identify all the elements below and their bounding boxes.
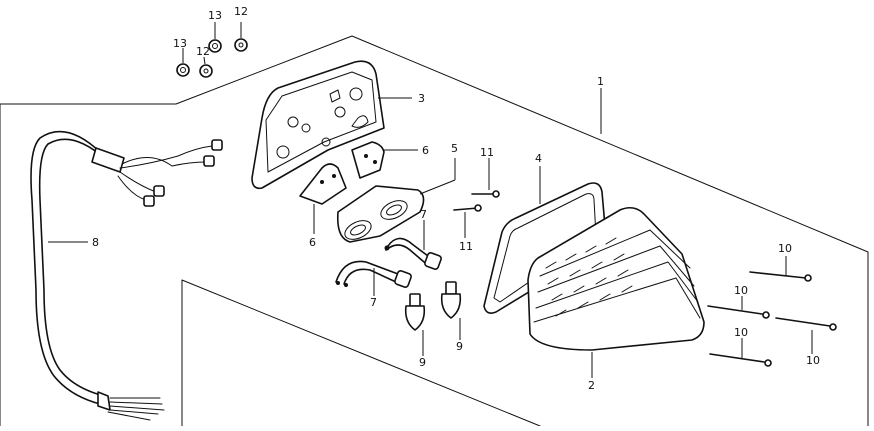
bulb-left <box>404 293 426 331</box>
screw-11-lower <box>453 204 482 212</box>
callout-10-d: 10 <box>806 354 820 367</box>
socket-bracket-right <box>351 141 385 179</box>
bulb-right <box>440 281 462 319</box>
screw-10-c <box>775 317 837 331</box>
socket-wire-left <box>335 260 412 288</box>
callout-1: 1 <box>597 75 604 88</box>
callout-7-right: 7 <box>420 208 427 221</box>
screw-10-a <box>749 271 812 282</box>
washer-12-upper <box>234 38 248 52</box>
callout-12-lower: 12 <box>196 45 210 58</box>
callout-12-upper: 12 <box>234 5 248 18</box>
callout-3: 3 <box>418 92 425 105</box>
callout-7-left: 7 <box>370 296 377 309</box>
callout-13-lower: 13 <box>173 37 187 50</box>
socket-wire-right <box>384 237 442 270</box>
callout-4: 4 <box>535 152 542 165</box>
callout-8: 8 <box>92 236 99 249</box>
washer-12-lower <box>199 64 213 78</box>
callout-11-upper: 11 <box>480 146 494 159</box>
screw-11-upper <box>471 190 500 198</box>
callout-6-right: 6 <box>422 144 429 157</box>
callout-9-left: 9 <box>419 356 426 369</box>
lamp-base-plate <box>251 60 385 190</box>
lens-gasket <box>483 182 607 314</box>
callout-11-lower: 11 <box>459 240 473 253</box>
nut-13-upper <box>208 39 222 53</box>
tail-lens <box>527 206 705 351</box>
screw-10-d <box>709 353 772 367</box>
socket-bracket-left <box>299 163 347 205</box>
callout-2: 2 <box>588 379 595 392</box>
callout-10-a: 10 <box>778 242 792 255</box>
callout-6-left: 6 <box>309 236 316 249</box>
callout-10-b: 10 <box>734 284 748 297</box>
callout-10-c: 10 <box>734 326 748 339</box>
socket-holder <box>336 185 425 243</box>
screw-10-b <box>707 305 770 319</box>
nut-13-lower <box>176 63 190 77</box>
callout-13-upper: 13 <box>208 9 222 22</box>
wire-harness <box>30 130 223 421</box>
callout-5: 5 <box>451 142 458 155</box>
callout-9-right: 9 <box>456 340 463 353</box>
assembly-outline <box>0 35 869 427</box>
